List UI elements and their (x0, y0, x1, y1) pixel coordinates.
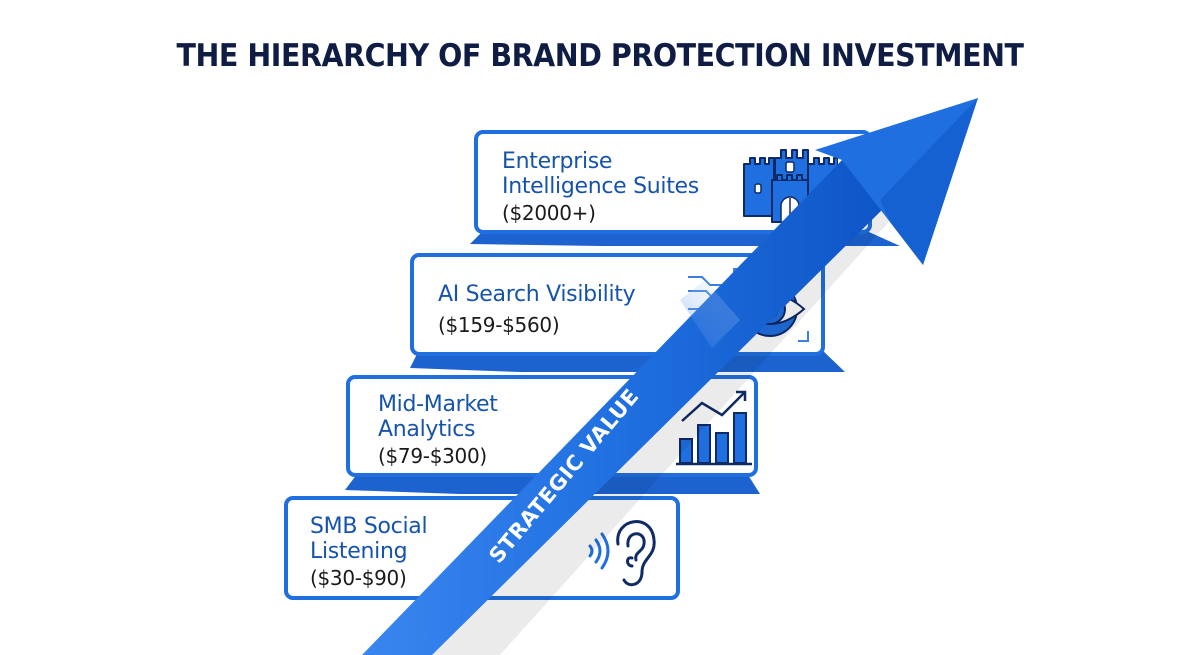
castle-icon (743, 149, 838, 223)
tier-price: ($79-$300) (378, 444, 487, 468)
ear-listening-icon (588, 520, 656, 587)
bar-chart-growth-icon (676, 390, 752, 466)
tier-card-smb: SMB Social Listening ($30-$90) (284, 496, 680, 600)
tier-card-enterprise: Enterprise Intelligence Suites ($2000+) (474, 130, 872, 234)
tier-label-line: AI Search Visibility (438, 282, 636, 307)
tier-label-line: Enterprise (502, 149, 613, 174)
tier-price: ($2000+) (502, 201, 596, 225)
tier-label-line: Mid-Market (378, 392, 498, 417)
tier-label-line: Listening (310, 539, 408, 564)
page-title: THE HIERARCHY OF BRAND PROTECTION INVEST… (176, 38, 1024, 74)
tier-card-ai-search: AI Search Visibility ($159-$560) (410, 253, 825, 356)
tier-label-line: Analytics (378, 417, 476, 442)
tier-label-line: Intelligence Suites (502, 174, 699, 199)
tier-label-line: SMB Social (310, 514, 428, 539)
tier-card-mid-market: Mid-Market Analytics ($79-$300) (346, 375, 758, 477)
tier-price: ($159-$560) (438, 313, 560, 337)
ai-eye-icon (688, 263, 809, 342)
tier-price: ($30-$90) (310, 566, 407, 590)
